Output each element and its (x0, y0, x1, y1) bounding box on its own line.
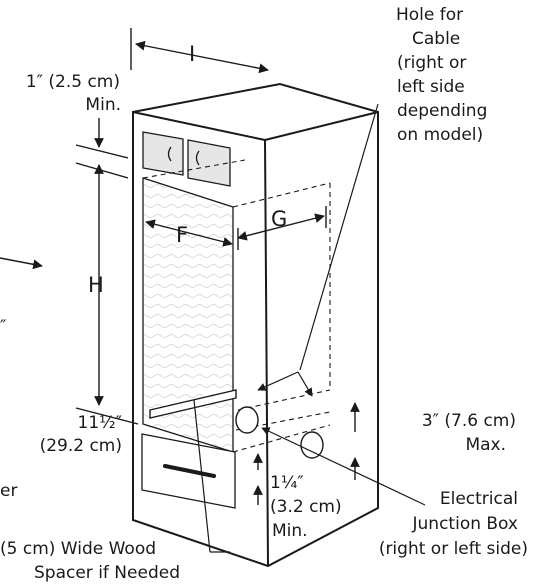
hole-label-line6: on model) (397, 125, 484, 145)
hole-label-line2: Cable (412, 29, 461, 49)
base-height-label: 11½″ (77, 413, 122, 433)
hole-label-line5: depending (397, 101, 488, 121)
leader-lines (193, 103, 426, 553)
bottom-gap-label: 1¼″ (270, 473, 304, 493)
partial-er-label: er (0, 481, 18, 501)
electrical-label-line1: Electrical (439, 489, 518, 509)
hole-label-line3: (right or (397, 53, 467, 73)
right-gap-max-label: Max. (465, 435, 506, 455)
wood-spacer (149, 389, 237, 419)
hole-label-line1: Hole for (396, 5, 464, 25)
electrical-label-line3: (right or left side) (378, 539, 528, 559)
dimension-f-label: F (176, 223, 189, 247)
electrical-label-line2: Junction Box (412, 514, 518, 534)
right-gap-label: 3″ (7.6 cm) (421, 411, 516, 431)
hole-label-line4: left side (397, 77, 465, 97)
hidden-lines (142, 159, 331, 453)
junction-boxes (235, 406, 324, 459)
top-gap-label: 1″ (2.5 cm) (25, 72, 120, 92)
dimension-i-label: I (189, 42, 196, 66)
dimension-lines (0, 28, 360, 505)
spacer-label-line2: Spacer if Needed (34, 563, 180, 583)
dimension-g-label: G (271, 207, 288, 231)
bottom-gap-min-label: Min. (272, 521, 308, 541)
partial-quote-label: ″ (0, 317, 7, 337)
top-gap-min-label: Min. (85, 95, 121, 115)
dimension-h-label: H (88, 273, 104, 297)
spacer-label-line1: (5 cm) Wide Wood (0, 539, 157, 559)
base-height-cm-label: (29.2 cm) (39, 436, 122, 456)
bottom-gap-cm-label: (3.2 cm) (270, 497, 342, 517)
